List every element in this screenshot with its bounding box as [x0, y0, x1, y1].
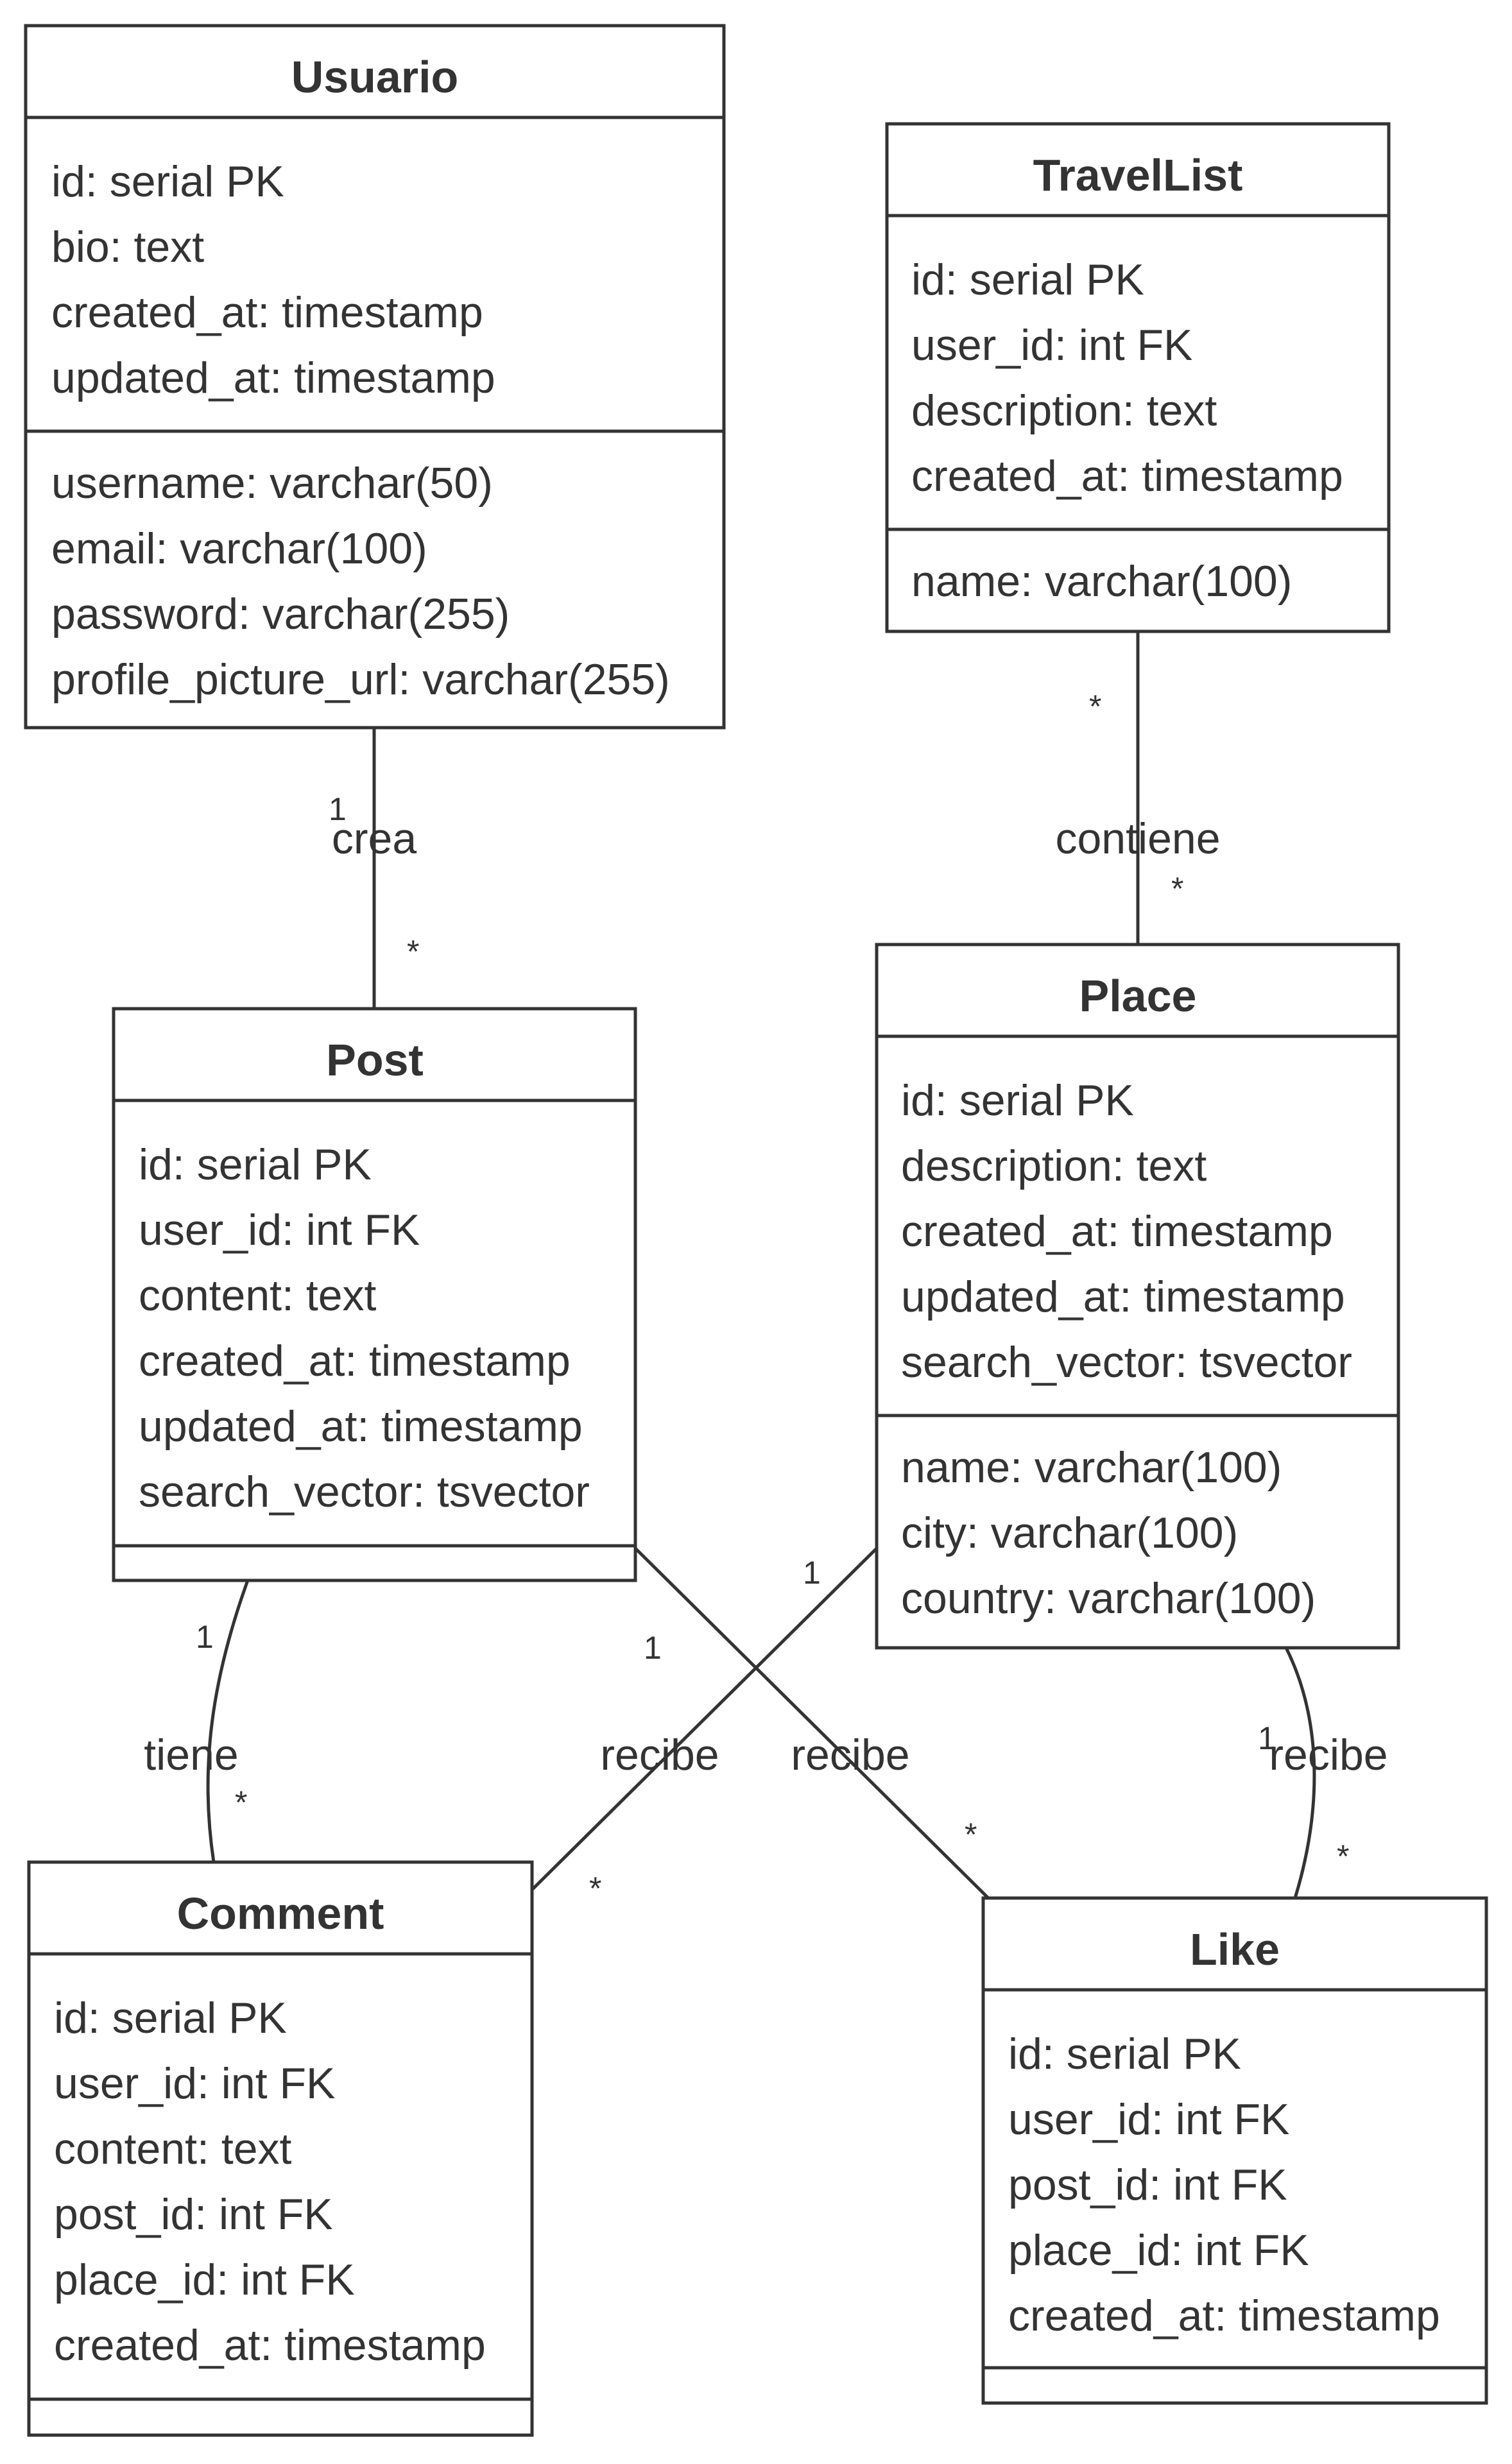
cardinality-travellist-place-to: *: [1171, 871, 1183, 907]
relationship-label-contiene: contiene: [1055, 814, 1220, 863]
entity-attribute: id: serial PK: [54, 1994, 287, 2042]
cardinality-usuario-post-from: 1: [329, 791, 347, 827]
relationship-label-recibe-place-like: recibe: [1269, 1731, 1387, 1779]
entity-attribute: user_id: int FK: [911, 321, 1192, 370]
entity-attribute: post_id: int FK: [1008, 2160, 1287, 2209]
entity-attribute: id: serial PK: [139, 1140, 372, 1189]
relationship-label-recibe-post-like: recibe: [791, 1731, 909, 1779]
entity-attribute: place_id: int FK: [1008, 2226, 1309, 2275]
edge-post-like: [634, 1547, 990, 1899]
entity-box: [981, 1896, 1488, 2405]
entity-field: name: varchar(100): [901, 1443, 1282, 1492]
entity-attribute: post_id: int FK: [54, 2190, 333, 2239]
entity-field: country: varchar(100): [901, 1574, 1316, 1623]
relationship-edges: [206, 631, 1316, 1899]
entity-field: password: varchar(255): [51, 590, 510, 638]
entity-attribute: bio: text: [51, 223, 204, 271]
entity-field: profile_picture_url: varchar(255): [51, 655, 670, 704]
cardinality-place-like-from: 1: [1258, 1720, 1276, 1756]
entity-attribute: id: serial PK: [1008, 2030, 1241, 2078]
entity-attribute: search_vector: tsvector: [901, 1338, 1352, 1387]
entity-attribute: created_at: timestamp: [901, 1207, 1333, 1256]
entity-field: name: varchar(100): [911, 557, 1292, 606]
entity-usuario[interactable]: Usuario id: serial PK bio: text created_…: [24, 24, 726, 730]
relationship-label-tiene: tiene: [144, 1731, 238, 1779]
relationship-label-crea: crea: [332, 814, 417, 863]
entity-travellist[interactable]: TravelList id: serial PK user_id: int FK…: [885, 122, 1391, 633]
entity-attribute: created_at: timestamp: [51, 288, 483, 337]
entity-attribute: content: text: [54, 2125, 292, 2173]
entity-title: Like: [1190, 1924, 1280, 1974]
edge-place-like: [1284, 1647, 1316, 1899]
edge-post-comment: [206, 1548, 262, 1863]
entity-attribute: user_id: int FK: [139, 1206, 420, 1254]
entity-attribute: place_id: int FK: [54, 2255, 355, 2304]
entity-attribute: id: serial PK: [911, 255, 1144, 304]
cardinality-place-comment-from: 1: [803, 1555, 821, 1591]
entity-box: [112, 1007, 637, 1582]
entity-attribute: created_at: timestamp: [139, 1337, 571, 1385]
entity-box: [24, 24, 726, 730]
entity-attribute: search_vector: tsvector: [139, 1467, 590, 1516]
entity-attribute: updated_at: timestamp: [51, 354, 495, 402]
cardinality-post-like-from: 1: [644, 1630, 662, 1666]
entity-comment[interactable]: Comment id: serial PK user_id: int FK co…: [27, 1860, 534, 2437]
entity-place[interactable]: Place id: serial PK description: text cr…: [875, 943, 1400, 1650]
entity-attribute: content: text: [139, 1271, 377, 1320]
entity-box: [885, 122, 1391, 633]
relationship-labels: 1 crea * * contiene * 1 tiene * 1 recibe…: [144, 689, 1387, 1906]
cardinality-travellist-place-from: *: [1089, 689, 1101, 724]
entity-title: Comment: [177, 1888, 384, 1938]
entity-field: username: varchar(50): [51, 459, 493, 508]
entity-field: city: varchar(100): [901, 1509, 1238, 1557]
entity-attribute: user_id: int FK: [54, 2059, 335, 2108]
entity-attribute: description: text: [901, 1142, 1207, 1190]
edge-place-comment: [531, 1547, 878, 1891]
entity-attribute: created_at: timestamp: [911, 452, 1343, 501]
entity-attribute: created_at: timestamp: [54, 2321, 486, 2370]
entity-attribute: created_at: timestamp: [1008, 2291, 1440, 2340]
cardinality-usuario-post-to: *: [407, 934, 419, 970]
entity-attribute: id: serial PK: [51, 157, 284, 206]
entity-title: TravelList: [1033, 150, 1243, 200]
relationship-label-recibe-place-comment: recibe: [600, 1731, 719, 1779]
entity-post[interactable]: Post id: serial PK user_id: int FK conte…: [112, 1007, 637, 1582]
entity-attribute: description: text: [911, 386, 1217, 435]
entity-attribute: id: serial PK: [901, 1076, 1134, 1125]
entity-title: Place: [1079, 971, 1197, 1021]
cardinality-place-like-to: *: [1337, 1838, 1349, 1874]
entity-title: Usuario: [291, 52, 459, 102]
entity-attribute: user_id: int FK: [1008, 2095, 1289, 2144]
entity-field: email: varchar(100): [51, 524, 427, 573]
entity-box: [875, 943, 1400, 1650]
entity-like[interactable]: Like id: serial PK user_id: int FK post_…: [981, 1896, 1488, 2405]
entity-attribute: updated_at: timestamp: [139, 1402, 583, 1451]
cardinality-post-comment-to: *: [235, 1784, 247, 1820]
entity-attribute: updated_at: timestamp: [901, 1272, 1345, 1321]
cardinality-place-comment-to: *: [589, 1870, 601, 1906]
entity-box: [27, 1860, 534, 2437]
cardinality-post-like-to: *: [965, 1817, 977, 1852]
entity-title: Post: [326, 1035, 424, 1085]
cardinality-post-comment-from: 1: [196, 1619, 214, 1655]
